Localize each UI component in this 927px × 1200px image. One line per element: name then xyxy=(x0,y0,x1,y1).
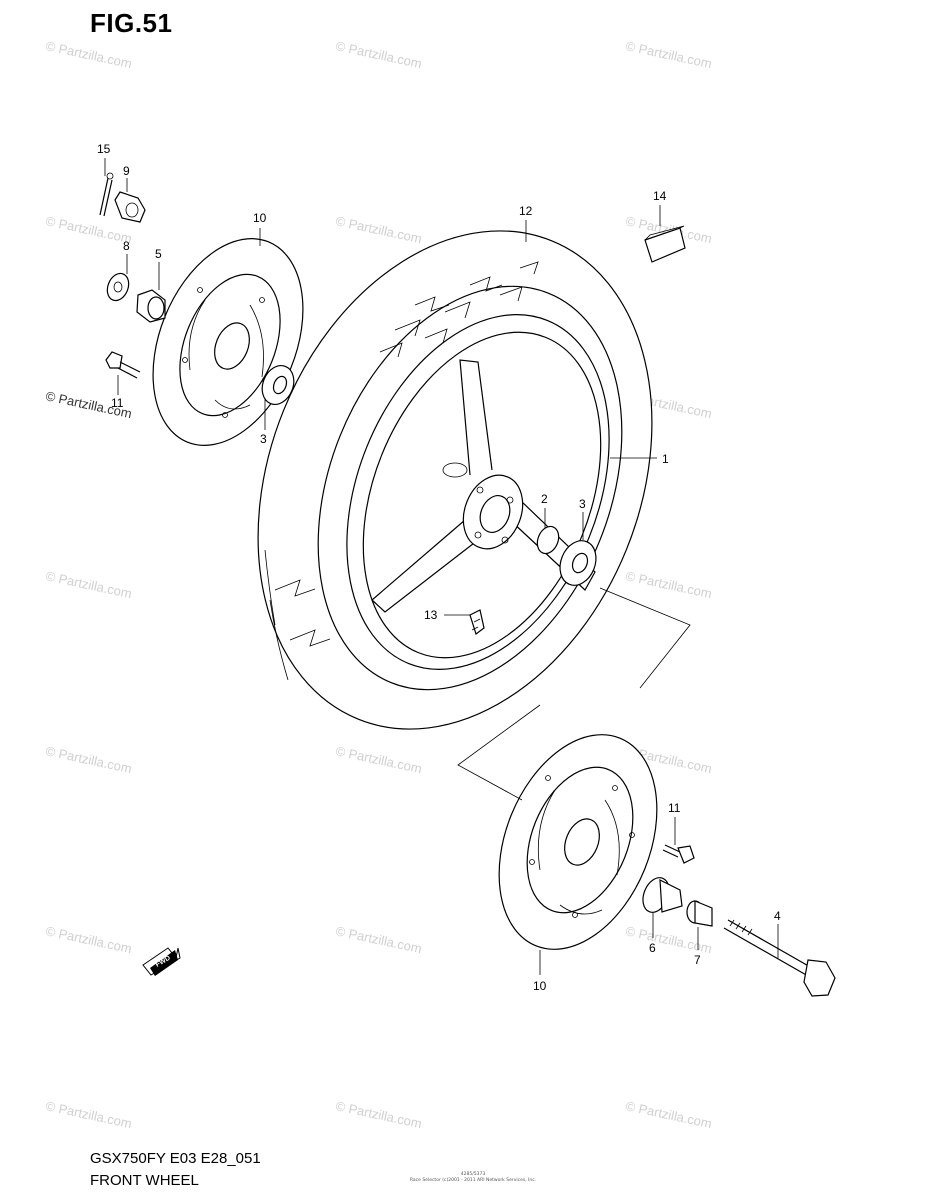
watermark: © Partzilla.com xyxy=(334,1098,423,1131)
callout-numbers: 15 9 10 12 14 8 5 11 3 1 2 3 13 11 4 6 7… xyxy=(97,142,781,993)
figure-title: FIG.51 xyxy=(90,8,173,38)
callout-3-right: 3 xyxy=(579,497,586,511)
fine-print-credit: Race Selector (c)2001 - 2011 ARI Network… xyxy=(409,1178,537,1183)
watermark: © Partzilla.com xyxy=(624,1098,713,1131)
bearing-part-3-upper xyxy=(261,365,295,405)
callout-9: 9 xyxy=(123,164,130,178)
spacer-part-5 xyxy=(136,289,166,323)
callout-5: 5 xyxy=(155,247,162,261)
axle-part-4 xyxy=(723,919,836,997)
callout-11-lower: 11 xyxy=(668,801,681,815)
washer-part-8 xyxy=(106,272,130,302)
watermark: © Partzilla.com xyxy=(44,1098,133,1131)
callout-1: 1 xyxy=(662,452,669,466)
callout-14: 14 xyxy=(653,189,667,203)
fwd-arrow-icon: FWD xyxy=(142,947,181,976)
bolt-part-11-lower xyxy=(662,844,695,864)
watermark: © Partzilla.com xyxy=(334,743,423,776)
watermark: © Partzilla.com xyxy=(334,923,423,956)
callout-4: 4 xyxy=(774,909,781,923)
watermark: © Partzilla.com xyxy=(44,38,133,71)
callout-10-upper: 10 xyxy=(253,211,267,225)
callout-2: 2 xyxy=(541,492,548,506)
watermark: © Partzilla.com xyxy=(44,568,133,601)
fine-print-ref: 4285/5373 xyxy=(460,1172,486,1177)
callout-15: 15 xyxy=(97,142,111,156)
spacer-part-6 xyxy=(642,877,683,913)
brake-disc-lower-part-10 xyxy=(498,734,658,950)
callout-6: 6 xyxy=(649,941,656,955)
balance-weight-part-14 xyxy=(644,225,686,263)
valve-part-13 xyxy=(469,609,485,635)
callout-13: 13 xyxy=(424,608,438,622)
bolt-part-11-upper xyxy=(105,351,141,379)
watermark: © Partzilla.com xyxy=(624,38,713,71)
watermark: © Partzilla.com xyxy=(44,743,133,776)
callout-8: 8 xyxy=(123,239,130,253)
watermark: © Partzilla.com xyxy=(334,213,423,246)
cotter-pin-part-15 xyxy=(99,172,114,217)
model-code: GSX750FY E03 E28_051 xyxy=(90,1150,261,1167)
callout-12: 12 xyxy=(519,204,533,218)
bearing-part-3-right xyxy=(559,540,597,586)
section-name: FRONT WHEEL xyxy=(90,1172,199,1189)
watermark: © Partzilla.com xyxy=(624,568,713,601)
watermark: © Partzilla.com xyxy=(44,213,133,246)
assembly-guide-lines xyxy=(457,587,691,801)
callout-11-upper: 11 xyxy=(111,396,124,410)
castle-nut-part-9 xyxy=(114,191,146,223)
collar-part-7 xyxy=(686,900,713,927)
watermark: © Partzilla.com xyxy=(44,923,133,956)
callout-3-upper: 3 xyxy=(260,432,267,446)
watermark: © Partzilla.com xyxy=(624,923,713,956)
callout-7: 7 xyxy=(694,953,701,967)
watermark: © Partzilla.com xyxy=(334,38,423,71)
callout-10-lower: 10 xyxy=(533,979,547,993)
callout-leaders xyxy=(104,158,779,975)
fine-print: 4285/5373 Race Selector (c)2001 - 2011 A… xyxy=(398,1172,548,1184)
wheel-rim-part-1 xyxy=(346,314,610,670)
